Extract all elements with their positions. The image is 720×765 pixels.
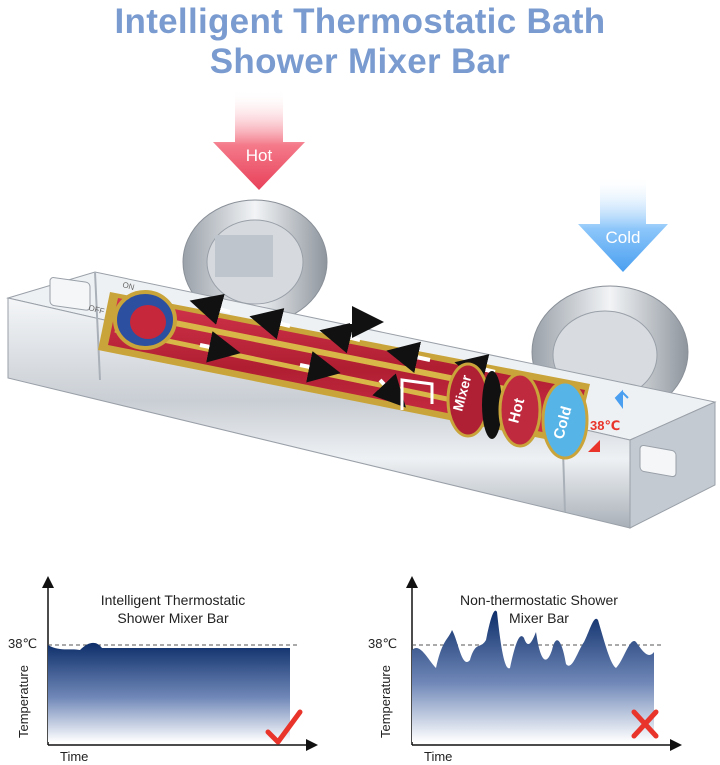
page-title-line1: Intelligent Thermostatic Bath bbox=[114, 2, 606, 41]
left-chart-title-line2: Shower Mixer Bar bbox=[117, 610, 229, 626]
cold-arrow-icon bbox=[578, 176, 668, 272]
left-control-knob[interactable] bbox=[49, 277, 91, 311]
right-chart-ref-label: 38℃ bbox=[368, 636, 398, 651]
cold-arrow-label: Cold bbox=[606, 228, 641, 247]
temp-indicator: 38℃ bbox=[590, 418, 620, 433]
right-chart-title-line1: Non-thermostatic Shower bbox=[460, 592, 618, 608]
cold-indicator-arrow-icon bbox=[614, 389, 629, 409]
hot-indicator-arrow-icon bbox=[588, 440, 600, 452]
page-title-line2: Shower Mixer Bar bbox=[209, 42, 511, 81]
hot-arrow-label: Hot bbox=[246, 146, 273, 165]
right-chart bbox=[406, 576, 682, 751]
left-chart-area bbox=[48, 642, 290, 742]
ring-hot-label: Hot bbox=[505, 396, 528, 425]
right-chart-title-line2: Mixer Bar bbox=[509, 610, 569, 626]
knob-on-label: ON bbox=[121, 280, 135, 292]
right-chart-area bbox=[412, 610, 654, 742]
knob-off-label: OFF bbox=[87, 303, 105, 316]
cross-mark-icon bbox=[631, 709, 659, 739]
left-wall-mount bbox=[182, 199, 328, 325]
left-chart-y-label: Temperature bbox=[16, 665, 31, 738]
right-control-knob[interactable] bbox=[639, 444, 677, 478]
hot-arrow-icon bbox=[213, 90, 305, 190]
left-chart bbox=[42, 576, 318, 751]
left-chart-title-line1: Intelligent Thermostatic bbox=[100, 592, 246, 608]
left-chart-ref-label: 38℃ bbox=[8, 636, 38, 651]
check-mark-icon bbox=[265, 709, 303, 745]
right-chart-x-label: Time bbox=[424, 749, 453, 764]
cutaway-interior bbox=[98, 290, 590, 460]
right-chart-y-label: Temperature bbox=[378, 665, 393, 738]
left-chart-x-label: Time bbox=[60, 749, 89, 764]
